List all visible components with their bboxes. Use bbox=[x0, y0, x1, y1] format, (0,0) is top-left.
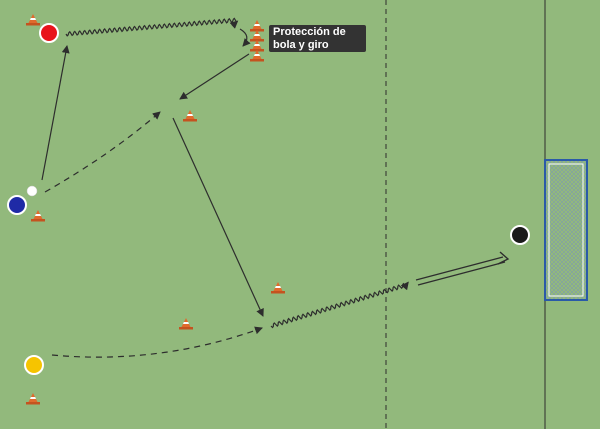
arrow-to-center bbox=[179, 53, 250, 100]
wavy-dribble-bottom bbox=[270, 281, 409, 329]
run-diagonal-down bbox=[172, 117, 264, 317]
cone-icon bbox=[179, 318, 193, 330]
cone-icon bbox=[26, 393, 40, 405]
cone-icon bbox=[271, 282, 285, 294]
ball-icon bbox=[26, 185, 38, 197]
shot-double-arrow bbox=[415, 251, 510, 286]
cone-icon bbox=[250, 50, 264, 62]
player-black bbox=[510, 225, 530, 245]
pass-dashed-upper bbox=[44, 111, 161, 193]
player-blue bbox=[7, 195, 27, 215]
cone-icon bbox=[26, 14, 40, 26]
cone-icon bbox=[250, 30, 264, 42]
player-red bbox=[39, 23, 59, 43]
curved-arrow-corner bbox=[239, 28, 251, 47]
annotation-label: Protección de bola y giro bbox=[269, 25, 366, 52]
cone-icon bbox=[31, 210, 45, 222]
cone-icon bbox=[250, 40, 264, 52]
wavy-dribble-top bbox=[65, 17, 239, 37]
cone-icon bbox=[183, 110, 197, 122]
run-blue-to-red bbox=[41, 45, 70, 181]
player-yellow bbox=[24, 355, 44, 375]
goal-icon bbox=[544, 159, 588, 301]
cone-icon bbox=[250, 20, 264, 32]
pass-dashed-lower bbox=[51, 326, 263, 358]
